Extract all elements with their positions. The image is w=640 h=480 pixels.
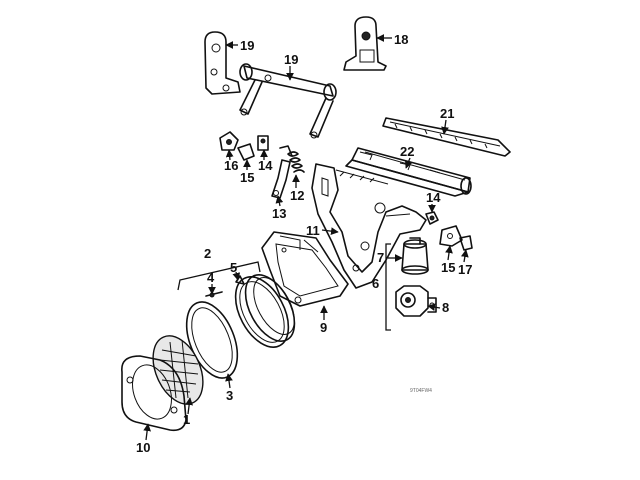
callout-2: 2 bbox=[204, 246, 211, 261]
callout-16: 16 bbox=[224, 158, 238, 173]
callout-22: 22 bbox=[400, 144, 414, 159]
part-12-spring bbox=[279, 145, 305, 173]
callout-14-lower: 14 bbox=[426, 190, 441, 205]
callout-19: 19 bbox=[240, 38, 254, 53]
callout-12: 12 bbox=[290, 188, 304, 203]
callout-7: 7 bbox=[377, 250, 384, 265]
callout-21: 21 bbox=[440, 106, 454, 121]
leader-1 bbox=[185, 397, 193, 415]
callout-11: 11 bbox=[306, 223, 320, 238]
part-22-wiper-arm-door bbox=[345, 147, 472, 197]
part-16-pivot-nut bbox=[219, 131, 239, 151]
leader-22 bbox=[404, 157, 413, 169]
part-8-gearbox bbox=[395, 285, 437, 317]
callout-15-upper: 15 bbox=[240, 170, 254, 185]
part-6-group-bracket bbox=[385, 243, 391, 331]
leader-10 bbox=[143, 423, 151, 441]
part-19-pivot-bracket-left bbox=[204, 31, 241, 95]
part-15-bracket-upper bbox=[237, 143, 255, 161]
callout-3: 3 bbox=[226, 388, 233, 403]
leader-8 bbox=[427, 303, 441, 312]
callout-18: 19 bbox=[284, 52, 298, 67]
callout-20: 18 bbox=[394, 32, 408, 47]
callout-13: 13 bbox=[272, 206, 286, 221]
part-11-motor-mounting-frame bbox=[311, 163, 427, 289]
part-4-screw bbox=[205, 291, 223, 298]
leader-5 bbox=[232, 271, 241, 281]
part-13-link-rod bbox=[271, 159, 291, 199]
callout-14-upper: 14 bbox=[258, 158, 273, 173]
callout-5: 5 bbox=[230, 260, 237, 275]
leader-16 bbox=[225, 149, 234, 161]
callout-6: 6 bbox=[372, 276, 379, 291]
part-17-clip bbox=[459, 235, 473, 251]
part-7-motor bbox=[401, 237, 429, 275]
leader-21 bbox=[441, 119, 449, 135]
callout-8: 8 bbox=[442, 300, 449, 315]
callout-labels: 19 18 19 21 22 16 14 15 12 13 11 14 15 1… bbox=[136, 32, 472, 455]
part-9-headlamp-housing bbox=[261, 231, 349, 307]
part-14-bushing-lower bbox=[425, 211, 439, 225]
callout-9: 9 bbox=[320, 320, 327, 335]
leader-13 bbox=[275, 195, 284, 207]
leader-3 bbox=[225, 373, 233, 389]
callout-15-lower: 15 bbox=[441, 260, 455, 275]
callout-1: 1 bbox=[183, 412, 190, 427]
part-18-pivot-shaft-linkage bbox=[239, 63, 337, 139]
adjusting-ring-stack bbox=[234, 274, 296, 348]
leader-11 bbox=[321, 227, 339, 235]
part-14-bushing-upper bbox=[257, 135, 269, 151]
callout-10: 10 bbox=[136, 440, 150, 455]
leader-17 bbox=[460, 249, 469, 263]
catalog-number: 9T04FW4 bbox=[410, 388, 432, 394]
callout-4: 4 bbox=[207, 270, 215, 285]
part-10-headlamp-bezel bbox=[121, 355, 187, 432]
part-15-bracket-lower bbox=[439, 225, 463, 247]
part-20-pivot-bracket-right bbox=[343, 16, 387, 71]
callout-17: 17 bbox=[458, 262, 472, 277]
leader-15-lower bbox=[445, 245, 453, 261]
part-1-sealed-beam-headlamp bbox=[152, 335, 204, 405]
part-2-group-bracket bbox=[177, 261, 261, 291]
callout-leaders bbox=[143, 34, 469, 441]
